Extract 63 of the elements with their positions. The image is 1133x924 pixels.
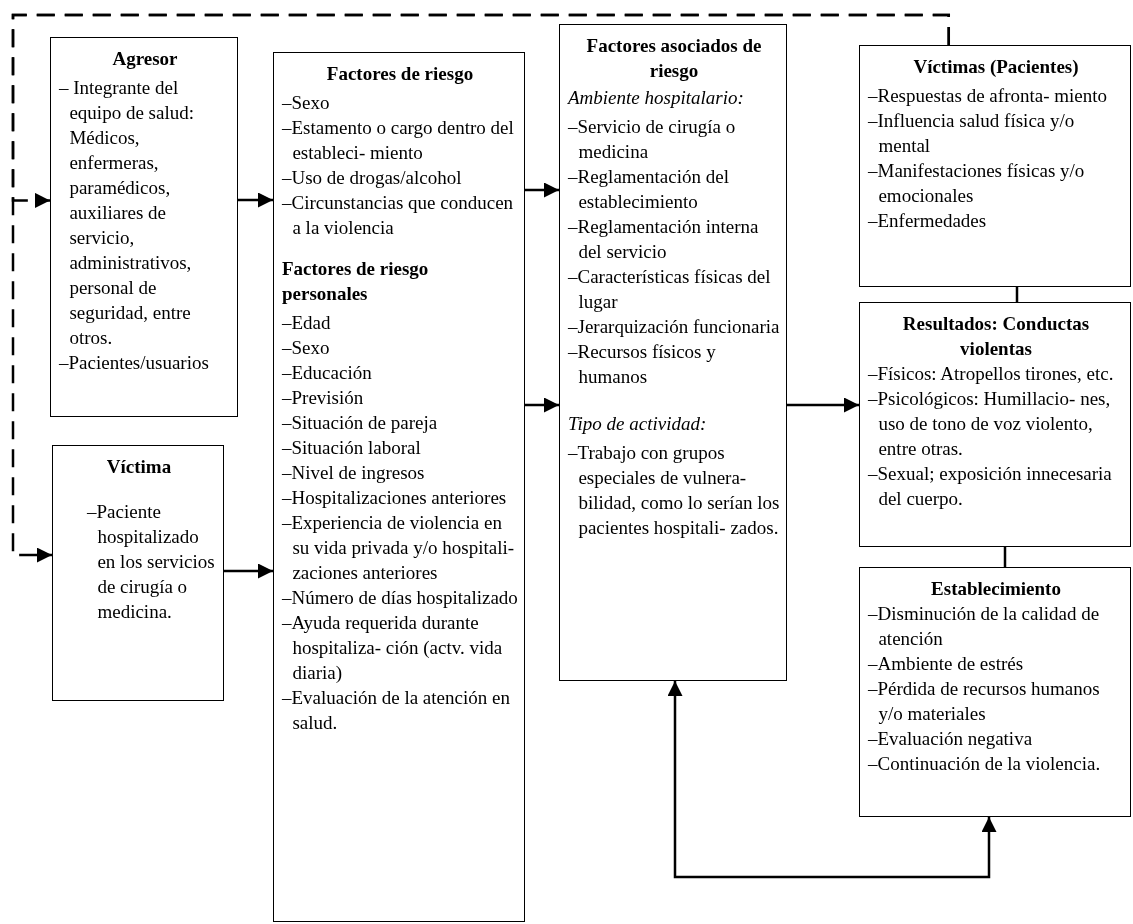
list-item: –Continuación de la violencia. xyxy=(868,752,1102,776)
list-item: –Manifestaciones físicas y/o emocionales xyxy=(868,159,1086,208)
list-item: –Evaluación negativa xyxy=(868,727,1034,751)
box-heading: Resultados: Conductas violentas xyxy=(901,312,1091,361)
list-item: –Evaluación de la atención en salud. xyxy=(282,686,511,735)
subheading: Ambiente hospitalario: xyxy=(568,86,745,110)
box-heading: Factores asociados de riesgo xyxy=(585,34,763,83)
list-item: –Servicio de cirugía o medicina xyxy=(568,115,737,164)
list-item: –Situación laboral xyxy=(282,436,422,460)
text-box xyxy=(559,24,787,681)
box-heading: Agresor xyxy=(111,47,179,71)
list-item: –Reglamentación del establecimiento xyxy=(568,165,730,214)
list-item: –Jerarquización funcionaria xyxy=(568,315,780,339)
list-item: –Estamento o cargo dentro del estableci- miento xyxy=(282,116,515,165)
text-box xyxy=(859,567,1131,817)
list-item: –Disminución de la calidad de atención xyxy=(868,602,1101,651)
list-item: –Experiencia de violencia en su vida privada y/o hospitali- zaciones anteriores xyxy=(282,511,516,585)
text-box xyxy=(50,37,238,417)
list-item: –Situación de pareja xyxy=(282,411,439,435)
connector-line xyxy=(1003,547,1007,567)
text-box xyxy=(859,302,1131,547)
box-heading: Establecimiento xyxy=(930,577,1062,601)
arrow xyxy=(238,192,273,208)
list-item: –Número de días hospitalizado xyxy=(282,586,518,610)
list-item: –Pérdida de recursos humanos y/o materiales xyxy=(868,677,1101,726)
subheading: Tipo de actividad: xyxy=(568,412,708,436)
list-item: –Sexo xyxy=(282,336,331,360)
list-item: –Reglamentación interna del servicio xyxy=(568,215,760,264)
list-item: –Influencia salud física y/o mental xyxy=(868,109,1076,158)
text-box xyxy=(52,445,224,701)
list-item: –Educación xyxy=(282,361,373,385)
list-item: –Circunstancias que conducen a la violencia xyxy=(282,191,515,240)
box-heading: Víctima xyxy=(105,455,173,479)
box-heading: Víctimas (Pacientes) xyxy=(912,55,1080,79)
box-heading: Factores de riesgo xyxy=(325,62,475,86)
list-item: –Ayuda requerida durante hospitaliza- ción (actv. vida diaria) xyxy=(282,611,504,685)
list-item: –Características físicas del lugar xyxy=(568,265,772,314)
list-item: –Edad xyxy=(282,311,332,335)
arrow xyxy=(525,397,559,413)
list-item: –Ambiente de estrés xyxy=(868,652,1025,676)
arrow xyxy=(224,563,273,579)
text-box xyxy=(859,45,1131,287)
list-item: –Uso de drogas/alcohol xyxy=(282,166,463,190)
dashed-arrow xyxy=(11,13,950,563)
arrow xyxy=(667,681,997,879)
list-item: –Sexo xyxy=(282,91,331,115)
list-item: –Físicos: Atropellos tirones, etc. xyxy=(868,362,1115,386)
list-item: –Pacientes/usuarios xyxy=(59,351,210,375)
box-heading: Factores de riesgo personales xyxy=(282,257,430,306)
text-box xyxy=(273,52,525,922)
list-item: –Respuestas de afronta- miento xyxy=(868,84,1108,108)
list-item: –Trabajo con grupos especiales de vulnera- bilidad, como lo serían los pacientes hospitali- zados. xyxy=(568,441,780,540)
list-item: –Sexual; exposición innecesaria del cuerpo. xyxy=(868,462,1113,511)
list-item: –Hospitalizaciones anteriores xyxy=(282,486,508,510)
list-item: –Nivel de ingresos xyxy=(282,461,426,485)
list-item: –Previsión xyxy=(282,386,365,410)
list-item: – Integrante del equipo de salud: Médicos, enfermeras, paramédicos, auxiliares de servicio, administrativos, personal de seguridad, entre otros. xyxy=(59,76,195,350)
list-item: –Paciente hospitalizado en los servicios de cirugía o medicina. xyxy=(87,500,216,624)
list-item: –Recursos físicos y humanos xyxy=(568,340,717,389)
arrow xyxy=(525,182,559,198)
list-item: –Enfermedades xyxy=(868,209,988,233)
list-item: –Psicológicos: Humillacio- nes, uso de tono de voz violento, entre otras. xyxy=(868,387,1112,461)
arrow xyxy=(787,397,859,413)
